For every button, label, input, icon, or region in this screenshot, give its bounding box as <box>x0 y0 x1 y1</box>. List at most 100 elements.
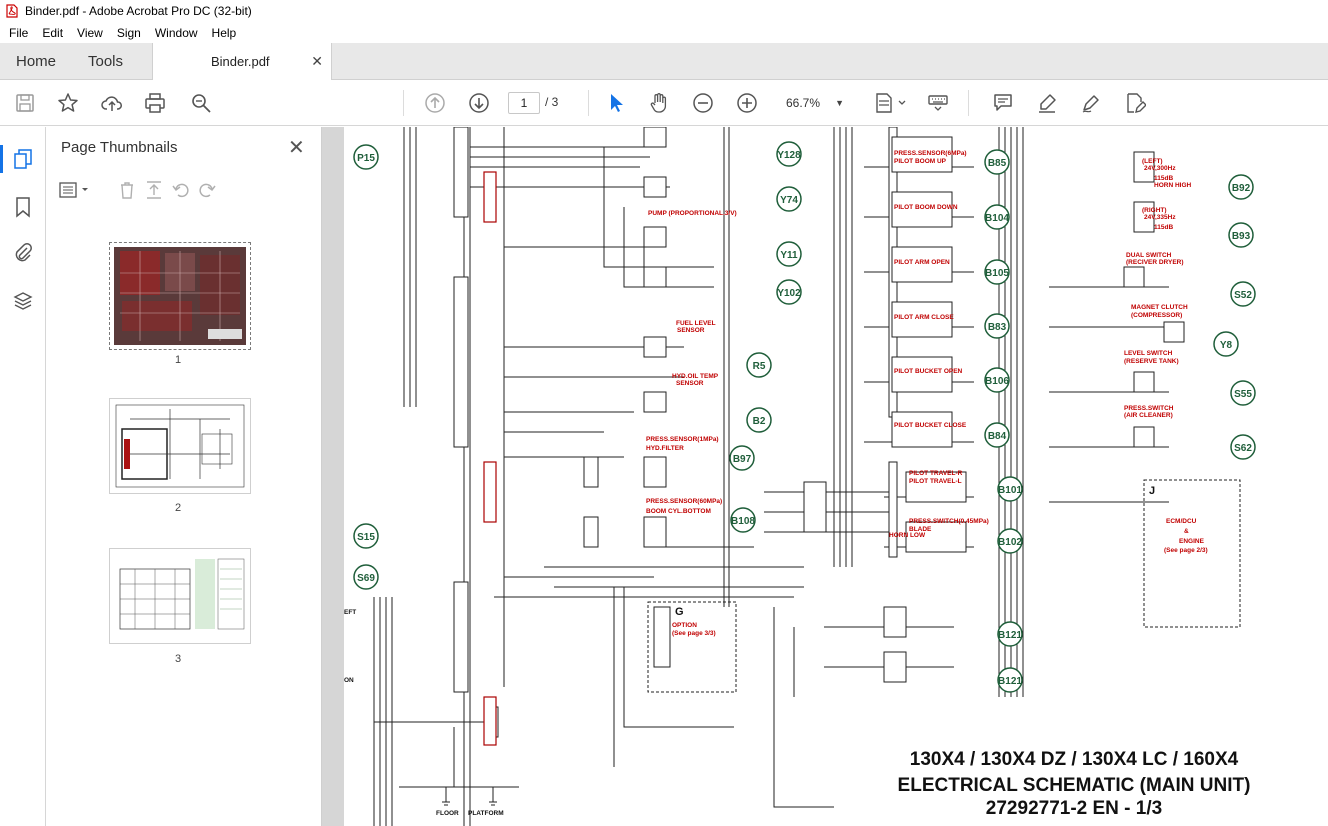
sign-pen-icon[interactable] <box>1078 90 1104 116</box>
edit-pdf-icon[interactable] <box>1122 90 1148 116</box>
page-thumbnails-icon[interactable] <box>0 145 37 173</box>
schematic-label: ON <box>344 677 354 684</box>
thumbnail-label-2: 2 <box>175 502 182 514</box>
schematic-label: (RIGHT) <box>1142 207 1167 214</box>
component-id-label: B93 <box>1232 231 1251 242</box>
schematic-title-line-2: ELECTRICAL SCHEMATIC (MAIN UNIT) <box>897 775 1251 796</box>
page-thumbnail-3[interactable] <box>109 548 251 644</box>
connector-block <box>583 516 599 548</box>
schematic-label: PRESS.SWITCH <box>1124 405 1174 412</box>
component-b83: B83 <box>984 313 1010 339</box>
zoom-level-select[interactable]: 66.7% ▼ <box>776 92 848 114</box>
component-id-label: Y102 <box>777 288 801 299</box>
component-r5: R5 <box>746 352 772 378</box>
page-thumbnail-1[interactable] <box>109 242 251 350</box>
hand-tool-icon[interactable] <box>646 90 672 116</box>
panel-tools <box>57 177 217 203</box>
connector-block <box>905 521 967 553</box>
search-zoom-icon[interactable] <box>188 90 214 116</box>
select-arrow-icon[interactable] <box>603 90 629 116</box>
component-id-label: Y8 <box>1220 340 1233 351</box>
connector-block <box>1163 321 1185 343</box>
component-y11: Y11 <box>776 241 802 267</box>
menu-help[interactable]: Help <box>211 25 237 40</box>
tab-home[interactable]: Home <box>16 53 57 70</box>
schematic-label: PILOT ARM CLOSE <box>894 314 954 321</box>
window-title: Binder.pdf - Adobe Acrobat Pro DC (32-bi… <box>25 4 252 18</box>
component-id-label: B105 <box>985 268 1009 279</box>
thumbnail-options-icon[interactable] <box>57 180 91 200</box>
schematic-label: ENGINE <box>1179 538 1205 545</box>
component-id-label: B121 <box>998 630 1022 641</box>
component-b108: B108 <box>730 507 756 533</box>
attachment-paperclip-icon[interactable] <box>9 239 37 267</box>
connector-block <box>453 127 469 218</box>
connector-block <box>891 356 953 393</box>
page-number-input[interactable] <box>508 92 540 114</box>
schematic-label: (RECIVER DRYER) <box>1126 259 1184 266</box>
page-fit-icon[interactable] <box>870 90 910 116</box>
page-total: / 3 <box>545 95 559 109</box>
schematic-label: (LEFT) <box>1142 158 1163 165</box>
component-id-label: B83 <box>988 322 1007 333</box>
menu-sign[interactable]: Sign <box>116 25 141 40</box>
menu-view[interactable]: View <box>77 25 103 40</box>
component-id-label: B121 <box>998 676 1022 687</box>
chevron-down-icon: ▼ <box>835 98 844 108</box>
star-icon[interactable] <box>55 90 81 116</box>
title-bar: Binder.pdf - Adobe Acrobat Pro DC (32-bi… <box>0 0 1328 22</box>
save-icon[interactable] <box>12 90 38 116</box>
document-tab-label: Binder.pdf <box>211 54 270 69</box>
bookmark-icon[interactable] <box>9 193 37 221</box>
upload-cloud-icon[interactable] <box>99 90 125 116</box>
connector-block <box>643 127 667 148</box>
extract-page-icon[interactable] <box>143 180 165 200</box>
schematic-label: SENSOR <box>677 327 705 334</box>
schematic-label: EFT <box>344 609 356 616</box>
zoom-out-icon[interactable] <box>690 90 716 116</box>
layers-icon[interactable] <box>9 287 37 315</box>
page-thumbnail-2[interactable] <box>109 398 251 494</box>
highlight-pen-icon[interactable] <box>1034 90 1060 116</box>
tab-document[interactable]: Binder.pdf ✕ <box>152 43 332 81</box>
schematic-label: PILOT TRAVEL-R <box>909 470 963 477</box>
thumbnail-label-3: 3 <box>175 653 182 665</box>
connector-block <box>1133 426 1155 448</box>
comment-icon[interactable] <box>990 90 1016 116</box>
component-id-label: S15 <box>357 532 375 543</box>
component-id-label: P15 <box>357 153 375 164</box>
print-icon[interactable] <box>142 90 168 116</box>
menu-window[interactable]: Window <box>154 25 198 40</box>
rotate-right-icon[interactable] <box>197 180 217 200</box>
component-id-label: B84 <box>988 431 1007 442</box>
component-id-label: R5 <box>753 361 766 372</box>
connector-block <box>483 171 497 223</box>
menu-file[interactable]: File <box>9 25 29 40</box>
component-id-label: B2 <box>753 416 766 427</box>
close-tab-icon[interactable]: ✕ <box>311 53 323 69</box>
previous-page-icon[interactable] <box>422 90 448 116</box>
tab-tools[interactable]: Tools <box>88 53 124 70</box>
connector-block <box>643 516 667 548</box>
left-navigation-rail <box>0 127 46 826</box>
component-y102: Y102 <box>776 279 802 305</box>
page-thumbnails-panel: Page Thumbnails ✕ 1 2 <box>47 127 322 826</box>
next-page-icon[interactable] <box>466 90 492 116</box>
zoom-in-icon[interactable] <box>734 90 760 116</box>
connector-block <box>891 191 953 228</box>
connector-block <box>653 606 671 668</box>
rotate-left-icon[interactable] <box>171 180 191 200</box>
delete-page-icon[interactable] <box>117 180 137 200</box>
menu-edit[interactable]: Edit <box>42 25 64 40</box>
close-panel-icon[interactable]: ✕ <box>288 137 305 159</box>
connector-block <box>453 581 469 693</box>
keyboard-icon[interactable] <box>925 90 951 116</box>
panel-title: Page Thumbnails <box>61 139 178 156</box>
component-b121: B121 <box>997 621 1023 647</box>
schematic-label: PILOT BOOM UP <box>894 158 947 165</box>
component-id-label: B108 <box>731 516 755 527</box>
component-b101: B101 <box>997 476 1023 502</box>
schematic-title-line-1: 130X4 / 130X4 DZ / 130X4 LC / 160X4 <box>909 749 1239 770</box>
schematic-label: HYD.OIL TEMP <box>672 373 719 380</box>
